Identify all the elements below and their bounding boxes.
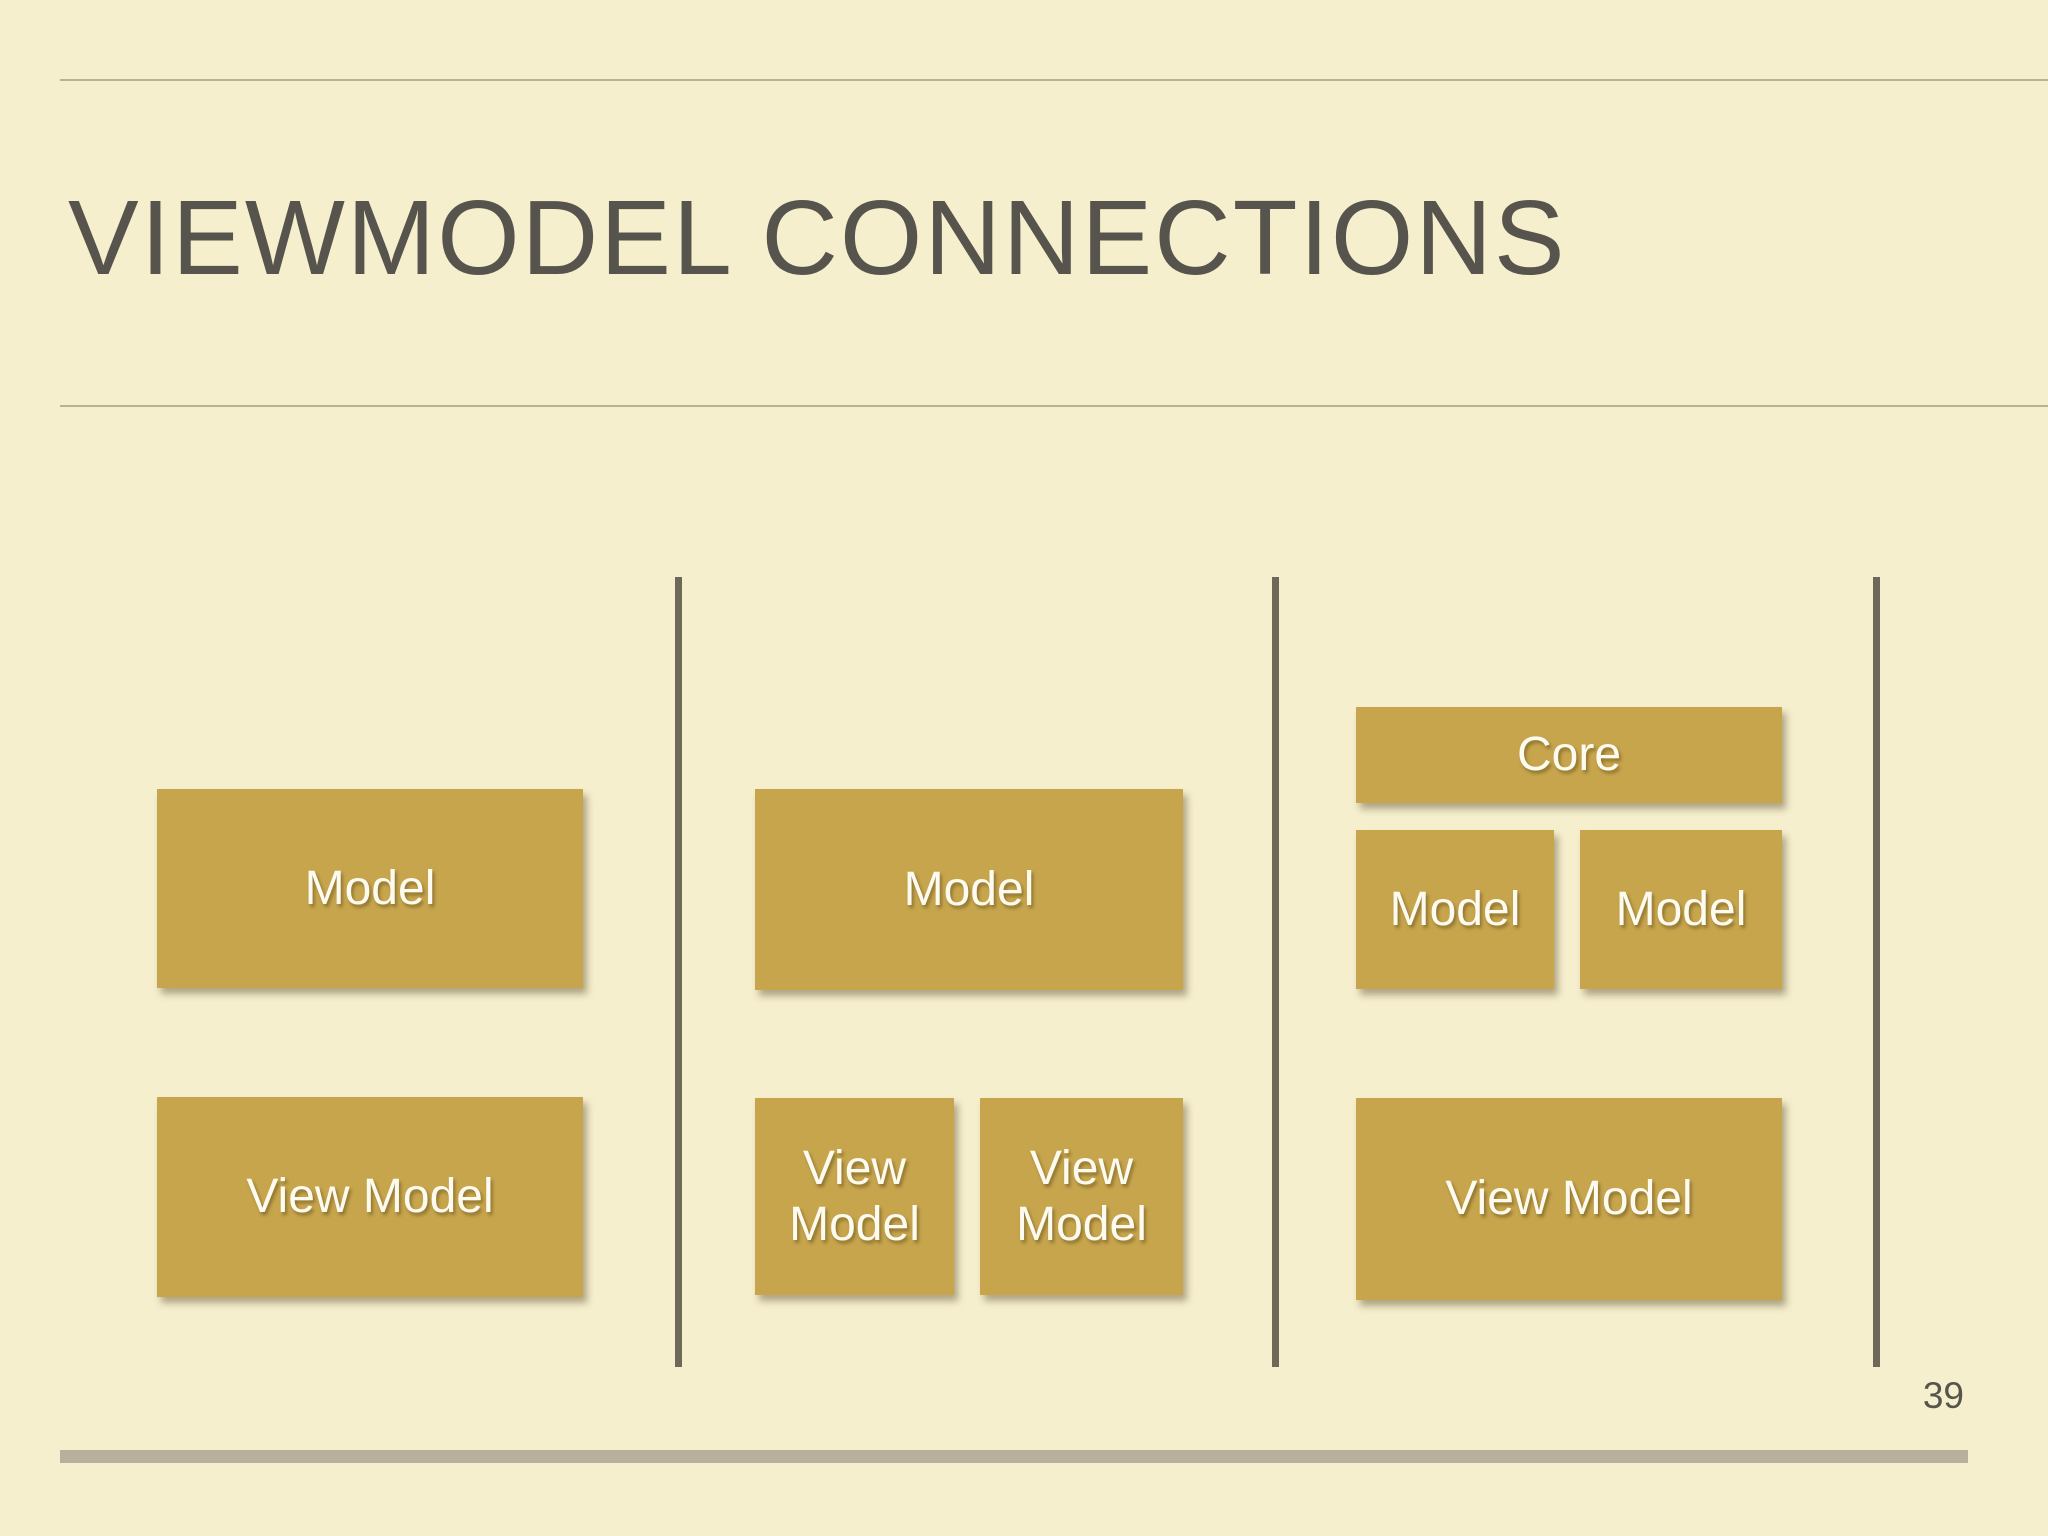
page-number: 39 [1922,1375,1964,1416]
model-box-col3-right: Model [1580,830,1782,989]
column-divider-2 [1272,577,1279,1367]
view-model-box-col1: View Model [157,1097,583,1297]
view-model-box-col2-left: View Model [755,1098,954,1295]
view-model-box-col2-right: View Model [980,1098,1183,1295]
model-box-col3-left: Model [1356,830,1554,989]
top-rule [60,79,2048,81]
column-divider-3 [1873,577,1880,1367]
footer-bar [60,1450,1968,1463]
core-box-col3: Core [1356,707,1782,803]
column-divider-1 [675,577,682,1367]
model-box-col1: Model [157,789,583,988]
title-rule [60,405,2048,407]
view-model-box-col3: View Model [1356,1098,1782,1300]
slide-title: VIEWMODEL CONNECTIONS [68,179,1567,297]
model-box-col2: Model [755,789,1183,990]
